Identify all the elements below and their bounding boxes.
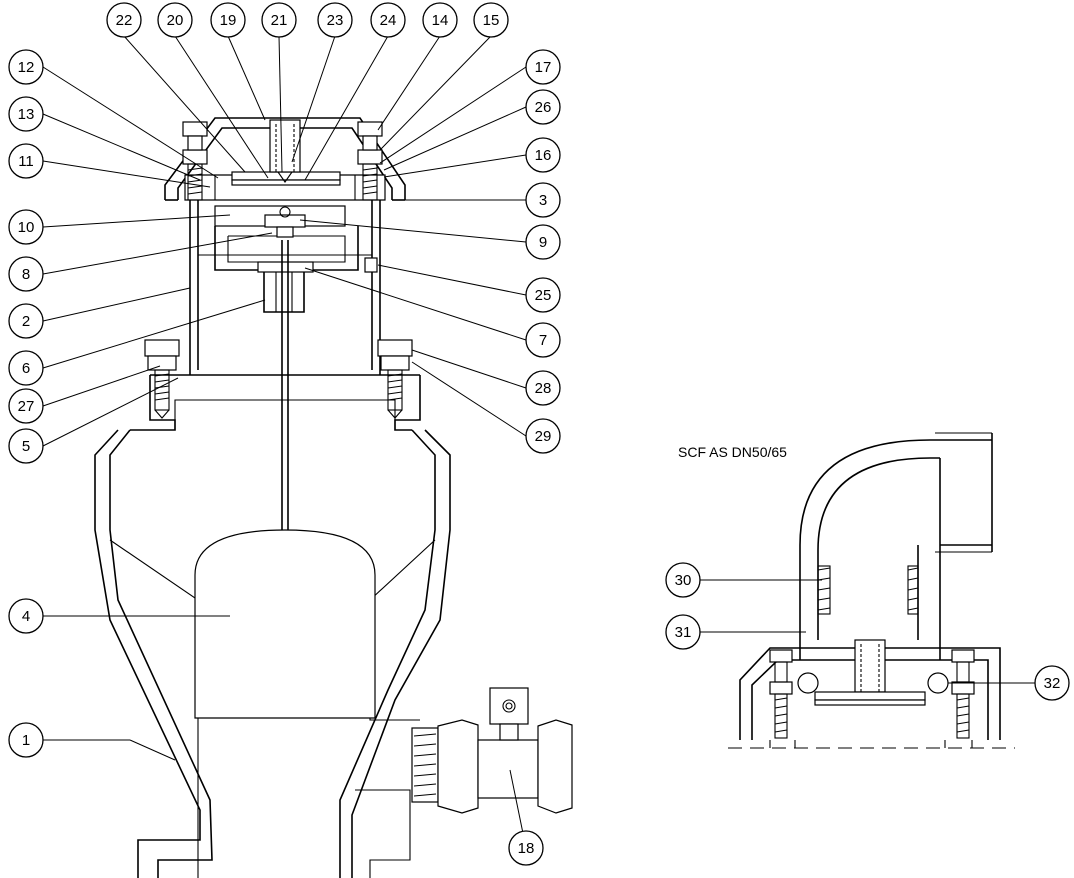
svg-text:10: 10 xyxy=(18,219,35,236)
callout-13: 13 xyxy=(8,96,44,132)
callout-32: 32 xyxy=(1034,665,1070,701)
callout-20: 20 xyxy=(157,2,193,38)
callout-10: 10 xyxy=(8,209,44,245)
svg-text:23: 23 xyxy=(327,12,344,29)
callout-8: 8 xyxy=(8,256,44,292)
callout-17: 17 xyxy=(525,49,561,85)
callout-31: 31 xyxy=(665,614,701,650)
svg-text:24: 24 xyxy=(380,12,397,29)
drain-valve xyxy=(411,687,573,814)
callout-24: 24 xyxy=(370,2,406,38)
upper-studs xyxy=(182,121,383,201)
lower-studs xyxy=(144,339,413,419)
callout-29: 29 xyxy=(525,418,561,454)
callout-5: 5 xyxy=(8,428,44,464)
callout-27: 27 xyxy=(8,388,44,424)
svg-text:27: 27 xyxy=(18,398,35,415)
callout-1: 1 xyxy=(8,722,44,758)
svg-text:19: 19 xyxy=(220,12,237,29)
callout-11: 11 xyxy=(8,143,44,179)
callout-9: 9 xyxy=(525,224,561,260)
callout-19: 19 xyxy=(210,2,246,38)
callout-3: 3 xyxy=(525,182,561,218)
callout-16: 16 xyxy=(525,137,561,173)
svg-text:31: 31 xyxy=(675,624,692,641)
svg-text:26: 26 xyxy=(535,99,552,116)
internal-mechanism xyxy=(194,119,378,719)
callout-12: 12 xyxy=(8,49,44,85)
callout-21: 21 xyxy=(261,2,297,38)
callout-14: 14 xyxy=(422,2,458,38)
callout-23: 23 xyxy=(317,2,353,38)
svg-text:7: 7 xyxy=(539,332,547,349)
svg-text:21: 21 xyxy=(271,12,288,29)
detail-thread-right xyxy=(907,565,919,615)
detail-caption: SCF AS DN50/65 xyxy=(678,444,787,460)
svg-text:9: 9 xyxy=(539,234,547,251)
svg-text:12: 12 xyxy=(18,59,35,76)
callout-6: 6 xyxy=(8,350,44,386)
callout-25: 25 xyxy=(525,277,561,313)
callout-28: 28 xyxy=(525,370,561,406)
svg-text:13: 13 xyxy=(18,106,35,123)
svg-text:6: 6 xyxy=(22,360,30,377)
callout-22: 22 xyxy=(106,2,142,38)
svg-text:25: 25 xyxy=(535,287,552,304)
callout-2: 2 xyxy=(8,303,44,339)
detail-scf-as: SCF AS DN50/65 xyxy=(678,432,1015,749)
svg-text:15: 15 xyxy=(483,12,500,29)
svg-text:20: 20 xyxy=(167,12,184,29)
svg-text:17: 17 xyxy=(535,59,552,76)
callout-7: 7 xyxy=(525,322,561,358)
svg-text:5: 5 xyxy=(22,438,30,455)
svg-text:11: 11 xyxy=(18,153,34,170)
svg-text:4: 4 xyxy=(22,608,30,625)
callout-18: 18 xyxy=(508,830,544,866)
callouts: 12 13 11 10 8 2 6 27 5 4 1 22 20 19 21 2… xyxy=(8,2,1070,866)
svg-text:2: 2 xyxy=(22,313,30,330)
callout-26: 26 xyxy=(525,89,561,125)
callout-4: 4 xyxy=(8,598,44,634)
svg-text:28: 28 xyxy=(535,380,552,397)
callout-15: 15 xyxy=(473,2,509,38)
svg-text:32: 32 xyxy=(1044,675,1061,692)
detail-thread-left xyxy=(817,565,831,615)
svg-text:1: 1 xyxy=(22,732,30,749)
svg-text:18: 18 xyxy=(518,840,535,857)
svg-text:3: 3 xyxy=(539,192,547,209)
svg-text:14: 14 xyxy=(432,12,449,29)
svg-text:16: 16 xyxy=(535,147,552,164)
svg-text:29: 29 xyxy=(535,428,552,445)
svg-text:22: 22 xyxy=(116,12,133,29)
svg-text:8: 8 xyxy=(22,266,30,283)
callout-30: 30 xyxy=(665,562,701,598)
svg-text:30: 30 xyxy=(675,572,692,589)
